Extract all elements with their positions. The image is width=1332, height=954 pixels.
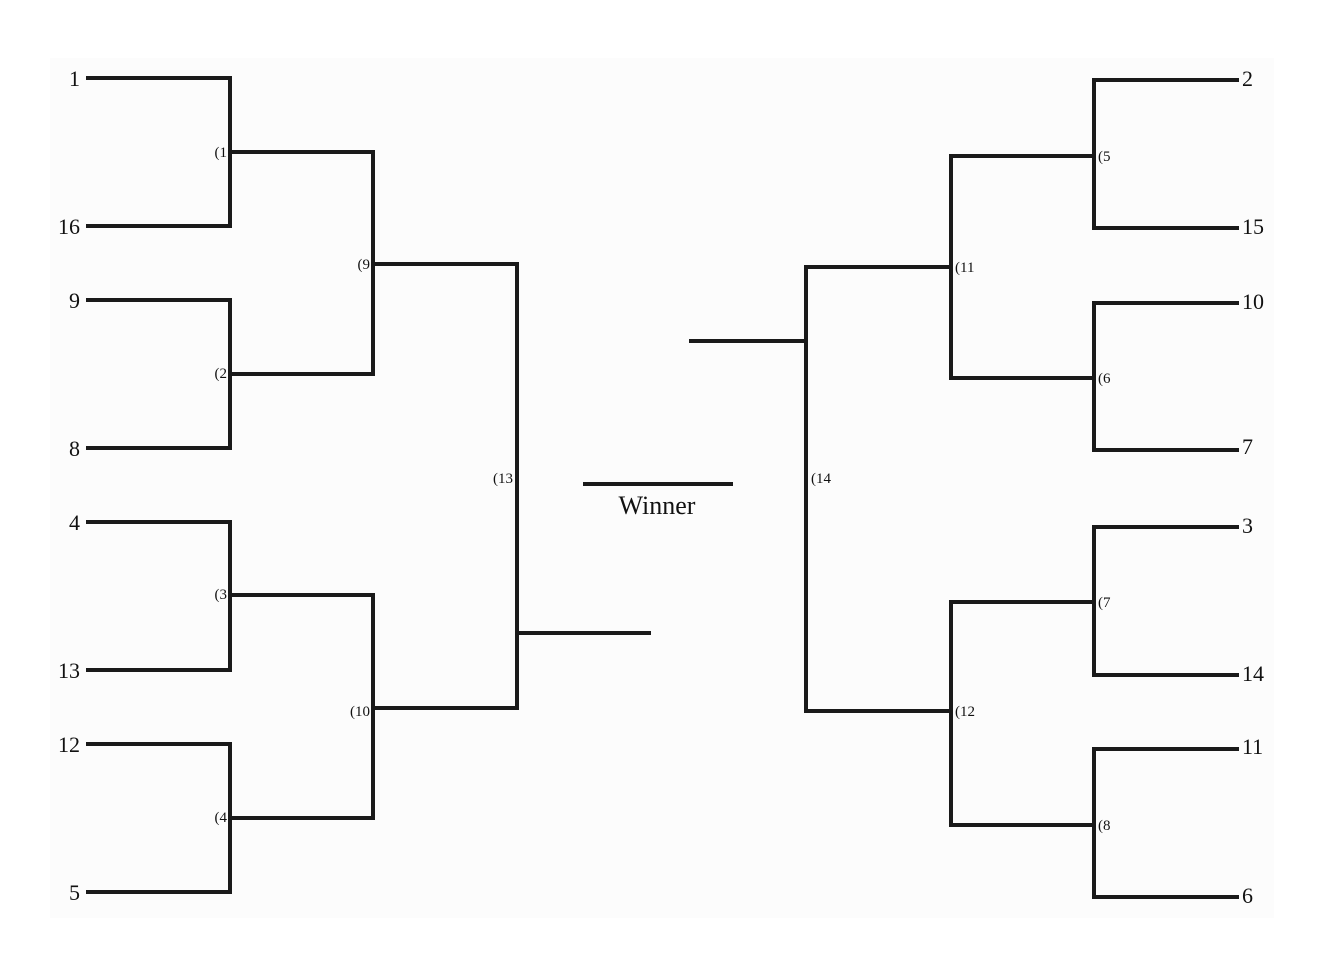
left-seed-label: 13 (58, 658, 80, 683)
left-round1-match-1 (86, 76, 375, 228)
right-seed-label: 6 (1242, 883, 1253, 908)
right-seed-label: 14 (1242, 661, 1264, 686)
right-round1-match-1 (949, 78, 1239, 230)
game-label-1: (1 (215, 145, 228, 161)
left-seed-label: 5 (69, 880, 80, 905)
game-label-5: (5 (1098, 149, 1111, 165)
left-round2-match-2 (371, 593, 519, 820)
bracket-panel (50, 58, 1274, 918)
left-seed-label: 8 (69, 436, 80, 461)
right-seed-label: 10 (1242, 289, 1264, 314)
right-seed-label: 7 (1242, 434, 1253, 459)
right-seed-label: 15 (1242, 214, 1264, 239)
right-round1-match-2 (949, 301, 1239, 452)
left-seed-label: 1 (69, 66, 80, 91)
left-round2-match-1 (371, 150, 519, 376)
game-label-12: (12 (955, 704, 975, 720)
left-seed-label: 16 (58, 214, 80, 239)
game-label-10: (10 (350, 704, 370, 720)
game-label-6: (6 (1098, 371, 1111, 387)
game-label-14: (14 (811, 471, 831, 487)
left-seed-label: 12 (58, 732, 80, 757)
left-semifinal (515, 262, 651, 710)
left-seed-label: 9 (69, 288, 80, 313)
right-round1-match-4 (949, 747, 1239, 899)
left-seed-label: 4 (69, 510, 80, 535)
game-label-7: (7 (1098, 595, 1111, 611)
winner-label: Winner (619, 491, 696, 520)
game-label-8: (8 (1098, 818, 1111, 834)
left-round1-match-4 (86, 742, 375, 894)
right-round2-match-2 (804, 600, 953, 827)
game-label-11: (11 (955, 260, 974, 276)
game-label-4: (4 (215, 810, 228, 826)
right-round1-match-3 (949, 525, 1239, 677)
right-seed-label: 11 (1242, 734, 1263, 759)
game-label-2: (2 (215, 366, 228, 382)
right-seed-label: 3 (1242, 513, 1253, 538)
right-round2-match-1 (804, 154, 953, 380)
game-label-9: (9 (358, 257, 371, 273)
left-round1-match-3 (86, 520, 375, 672)
right-seed-label: 2 (1242, 66, 1253, 91)
left-round1-match-2 (86, 298, 375, 450)
right-semifinal (689, 265, 808, 713)
game-label-13: (13 (493, 471, 513, 487)
game-label-3: (3 (215, 587, 228, 603)
